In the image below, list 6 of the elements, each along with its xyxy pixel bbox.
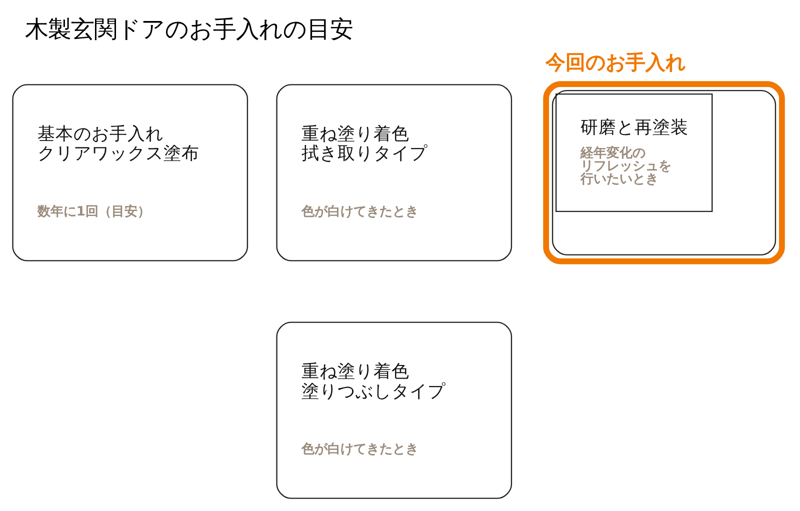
node-box: 研磨と再塗装 経年変化のリフレッシュを行いたいとき [543,80,785,264]
node-box: 基本のお手入れクリアワックス塗布 数年に1回（目安） [12,84,248,261]
node-label: 今回のお手入れ [546,49,686,74]
node-box: 重ね塗り着色塗りつぶしタイプ 色が白けてきたとき [276,321,512,498]
node-box: 重ね塗り着色拭き取りタイプ 色が白けてきたとき [276,84,512,261]
diagram-title: 木製玄関ドアのお手入れの目安 [24,14,353,43]
